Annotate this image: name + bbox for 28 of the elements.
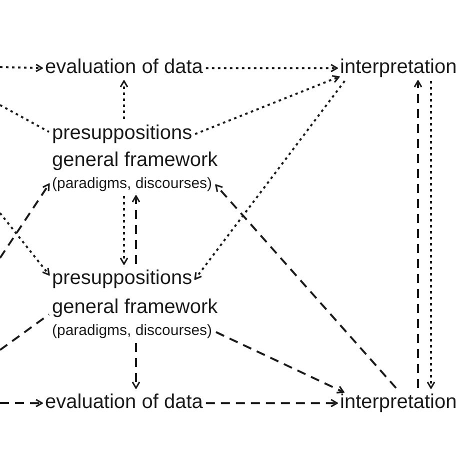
node-label: general framework	[52, 296, 218, 318]
node-sublabel: (paradigms, discourses)	[52, 175, 212, 193]
node-label: evaluation of data	[45, 56, 203, 78]
arrow	[120, 80, 128, 119]
node-label: presuppositions	[52, 267, 192, 289]
arrow	[0, 183, 50, 259]
node-label: evaluation of data	[45, 391, 203, 413]
arrow	[414, 80, 422, 388]
arrow	[0, 398, 43, 408]
arrow	[132, 343, 140, 389]
connector-line	[0, 104, 50, 133]
arrow	[216, 331, 344, 394]
arrow	[0, 212, 50, 276]
connector-line	[0, 314, 50, 351]
arrow	[194, 75, 340, 136]
arrow	[120, 196, 128, 265]
arrow	[194, 80, 346, 280]
node-label: interpretation	[340, 391, 457, 413]
node-label: interpretation	[340, 56, 457, 78]
arrow	[206, 398, 338, 408]
node-label: presuppositions	[52, 122, 192, 144]
arrow	[206, 64, 338, 72]
arrow	[215, 184, 397, 389]
node-label: general framework	[52, 149, 218, 171]
arrow	[0, 64, 43, 72]
node-sublabel: (paradigms, discourses)	[52, 322, 212, 340]
arrow	[132, 195, 140, 264]
arrow	[426, 81, 436, 389]
